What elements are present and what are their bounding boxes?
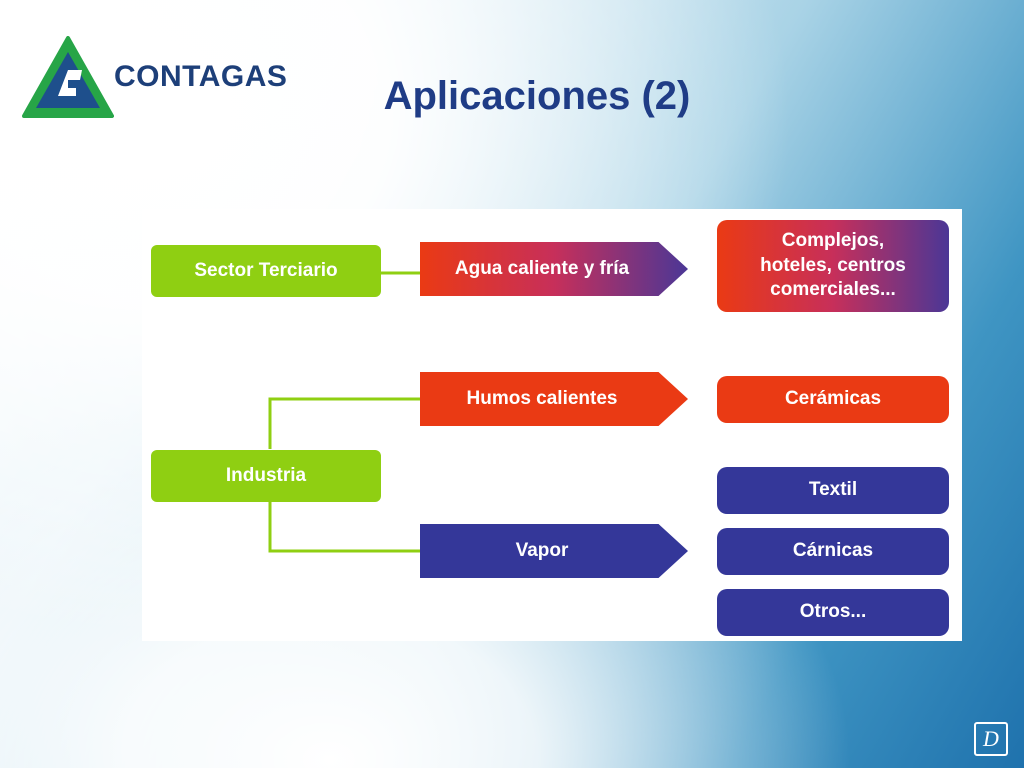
complejos-line-3: comerciales... [770, 279, 896, 301]
sector-terciario-label: Sector Terciario [194, 259, 338, 281]
otros-box: Otros... [717, 589, 949, 636]
complejos-box: Complejos, hoteles, centros comerciales.… [717, 220, 949, 312]
agua-caliente-label: Agua caliente y fría [454, 257, 630, 279]
complejos-line-1: Complejos, [781, 229, 885, 251]
complejos-line-2: hoteles, centros [760, 254, 906, 276]
contagas-logo-mark-icon [22, 36, 114, 118]
page-title: Aplicaciones (2) [383, 74, 691, 118]
humos-calientes-arrow: Humos calientes [420, 372, 688, 426]
vapor-label: Vapor [515, 539, 569, 561]
logo-brand-text: CONTAGAS [114, 60, 288, 93]
otros-label: Otros... [799, 601, 867, 623]
document-d-icon: D [974, 722, 1008, 756]
diagram-panel: Sector Terciario Industria Agua caliente… [142, 209, 962, 641]
humos-calientes-label: Humos calientes [466, 387, 618, 409]
ceramicas-box: Cerámicas [717, 376, 949, 423]
industria-label: Industria [225, 464, 307, 486]
contagas-logo: CONTAGAS [22, 36, 292, 120]
sector-terciario-box: Sector Terciario [151, 245, 381, 297]
ceramicas-label: Cerámicas [784, 388, 882, 410]
carnicas-box: Cárnicas [717, 528, 949, 575]
industria-box: Industria [151, 450, 381, 502]
connector-lines [268, 271, 420, 553]
vapor-arrow: Vapor [420, 524, 688, 578]
carnicas-label: Cárnicas [792, 540, 874, 562]
textil-label: Textil [808, 479, 858, 501]
agua-caliente-arrow: Agua caliente y fría [420, 242, 688, 296]
textil-box: Textil [717, 467, 949, 514]
